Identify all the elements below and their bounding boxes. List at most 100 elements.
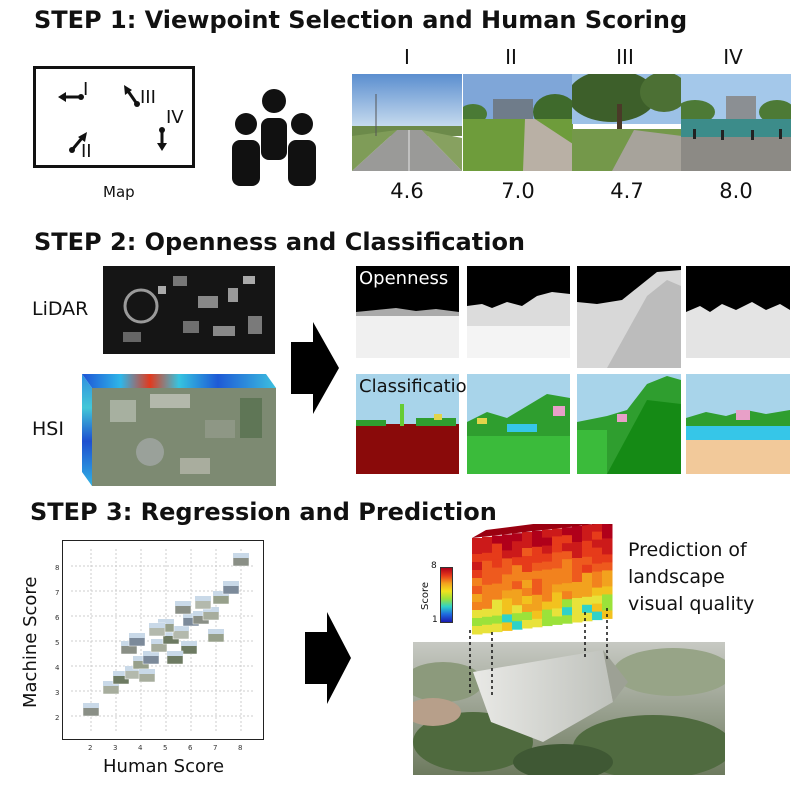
- heat-cell: [492, 567, 503, 577]
- heat-cell: [532, 530, 543, 540]
- heat-cell: [512, 621, 523, 630]
- scatter-thumbnail-sky: [193, 611, 209, 616]
- classification-label: Classification: [359, 376, 479, 397]
- hsi-cube: [80, 370, 278, 488]
- heat-cell: [592, 531, 603, 541]
- openness-panel-2: [467, 266, 570, 358]
- heat-cell: [522, 556, 533, 565]
- heat-cell: [542, 577, 553, 587]
- x-tick: 3: [113, 744, 118, 752]
- colorbar-min: 1: [432, 615, 438, 625]
- heat-cell: [482, 560, 493, 570]
- scatter-thumbnail-sky: [183, 613, 199, 618]
- heat-cell: [482, 584, 493, 594]
- heat-cell: [592, 523, 603, 533]
- heat-cell: [472, 554, 483, 563]
- heat-cell: [572, 566, 583, 575]
- viewpoint-numeral-i: I: [404, 45, 410, 69]
- heat-cell: [522, 572, 533, 581]
- heat-cell: [562, 551, 573, 560]
- heat-cell: [582, 580, 593, 590]
- prediction-line: visual quality: [628, 593, 755, 615]
- openness-panel-3: [577, 266, 681, 368]
- heat-cell: [562, 591, 573, 600]
- heat-cell: [552, 528, 563, 537]
- heat-cell: [562, 599, 573, 608]
- scatter-thumbnail-sky: [195, 596, 211, 601]
- x-tick: 8: [238, 744, 243, 752]
- heat-cell: [492, 591, 503, 601]
- classification-panel-3: [577, 374, 681, 474]
- viewpoint-numeral-iv: IV: [723, 45, 743, 69]
- prediction-caption: Prediction of landscape visual quality: [628, 537, 754, 618]
- hsi-label: HSI: [32, 418, 64, 440]
- scatter-thumbnail-sky: [181, 641, 197, 646]
- heat-cell: [592, 595, 603, 605]
- scatter-thumbnail-sky: [175, 601, 191, 606]
- heat-cell: [502, 582, 513, 591]
- viewpoint-photo-iv: [681, 74, 791, 171]
- heat-cell: [562, 607, 573, 616]
- heat-cell: [582, 556, 593, 566]
- heat-cell: [522, 620, 533, 629]
- heat-cell: [482, 536, 493, 546]
- scatter-thumbnail-sky: [163, 631, 179, 636]
- heat-cell: [502, 558, 513, 567]
- scatter-thumbnail-sky: [149, 623, 165, 628]
- openness-panel-1: [356, 266, 459, 358]
- heat-cell: [572, 558, 583, 567]
- heat-cell: [582, 596, 593, 606]
- y-tick: 4: [55, 664, 60, 672]
- heat-cell: [562, 615, 573, 624]
- heat-cell: [602, 594, 613, 603]
- heat-cell: [502, 606, 513, 615]
- heat-cell: [532, 570, 543, 580]
- heat-cell: [602, 554, 613, 563]
- x-tick: 2: [88, 744, 93, 752]
- heat-cell: [532, 618, 543, 628]
- heat-cell: [482, 624, 493, 634]
- scatter-thumbnail-sky: [113, 671, 129, 676]
- heat-cell: [562, 575, 573, 584]
- heat-cell: [552, 608, 563, 617]
- heat-cell: [552, 552, 563, 561]
- heat-cell: [592, 579, 603, 589]
- heat-cell: [472, 602, 483, 611]
- colorbar-title: Score: [420, 581, 431, 610]
- prediction-line: landscape: [628, 566, 725, 588]
- map-label: Map: [103, 183, 135, 201]
- heat-cell: [522, 540, 533, 549]
- step3-title: STEP 3: Regression and Prediction: [30, 498, 497, 526]
- y-tick: 3: [55, 689, 60, 697]
- heat-cell: [502, 550, 513, 559]
- heat-cell: [512, 541, 523, 550]
- heat-cell: [532, 554, 543, 564]
- x-tick: 7: [213, 744, 218, 752]
- heat-cell: [572, 542, 583, 551]
- heat-cell: [492, 535, 503, 545]
- heat-cell: [572, 582, 583, 591]
- projection-lines: [469, 608, 608, 695]
- scatter-thumbnail-sky: [133, 656, 149, 661]
- heat-cell: [482, 616, 493, 626]
- heat-cell: [552, 600, 563, 609]
- scatter-thumbnail-sky: [203, 607, 219, 612]
- heat-cell: [572, 598, 583, 607]
- x-tick: 4: [138, 744, 143, 752]
- x-tick: 5: [163, 744, 168, 752]
- heat-cell: [562, 527, 573, 536]
- heat-cell: [582, 564, 593, 574]
- heat-cell: [542, 561, 553, 571]
- heat-cell: [472, 538, 483, 547]
- colorbar-max: 8: [431, 561, 437, 571]
- scatter-thumbnail-sky: [143, 651, 159, 656]
- openness-panel-4: [686, 266, 790, 358]
- heat-cell: [492, 559, 503, 569]
- heat-cell: [512, 533, 523, 542]
- heat-cell: [552, 568, 563, 577]
- heat-cell: [532, 602, 543, 612]
- heat-cell: [502, 598, 513, 607]
- heat-cell: [512, 597, 523, 606]
- heat-cell: [562, 567, 573, 576]
- heat-cell: [572, 574, 583, 583]
